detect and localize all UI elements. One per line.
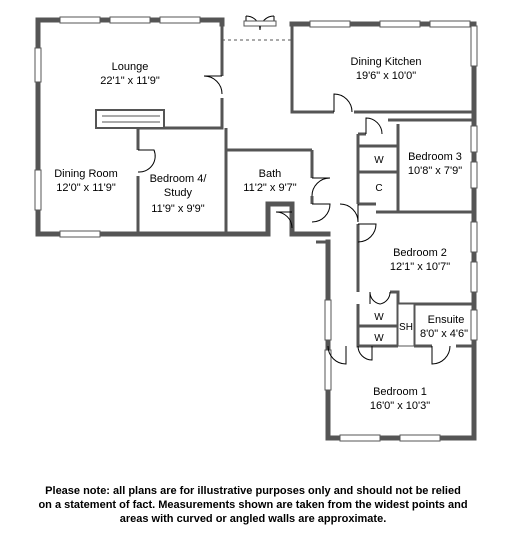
bedroom1-dims: 16'0" x 10'3" (370, 400, 430, 412)
lounge-dims: 22'1" x 11'9" (100, 75, 160, 87)
wardrobe-label-2: W (374, 333, 384, 344)
entrance-doors (222, 15, 292, 41)
hearth-fixture (95, 109, 165, 129)
dining-room-dims: 12'0" x 11'9" (56, 182, 116, 194)
bath-name: Bath (259, 168, 282, 180)
lounge-name: Lounge (112, 61, 149, 73)
windows (34, 16, 478, 442)
cupboard-label: C (375, 183, 382, 194)
bath-dims: 11'2" x 9'7" (243, 182, 296, 194)
internal-doors (137, 75, 451, 365)
bedroom1-name: Bedroom 1 (373, 386, 427, 398)
disclaimer-line-1: Please note: all plans are for illustrat… (45, 485, 461, 497)
bedroom4-name-line1: Bedroom 4/ (150, 173, 208, 185)
bedroom3-name: Bedroom 3 (408, 151, 462, 163)
disclaimer-line-3: areas with curved or angled walls are ap… (119, 513, 387, 525)
wardrobe-label-1: W (374, 312, 384, 323)
wardrobe-label-bedroom3: W (374, 155, 384, 166)
disclaimer-note: Please note: all plans are for illustrat… (10, 484, 496, 526)
floor-plan: Lounge 22'1" x 11'9" Dining Kitchen 19'6… (34, 15, 478, 442)
ensuite-dims: 8'0" x 4'6" (420, 328, 468, 340)
bedroom2-dims: 12'1" x 10'7" (390, 261, 450, 273)
bedroom4-name-line2: Study (164, 187, 193, 199)
fixture-labels: W C W W SH (374, 155, 413, 344)
shower-label: SH (399, 322, 413, 333)
bedroom2-name: Bedroom 2 (393, 247, 447, 259)
bedroom4-dims: 11'9" x 9'9" (151, 203, 204, 215)
dining-room-name: Dining Room (54, 168, 118, 180)
shower-tray (397, 303, 415, 347)
disclaimer-line-2: on a statement of fact. Measurements sho… (38, 499, 468, 511)
dining-kitchen-name: Dining Kitchen (351, 56, 422, 68)
ensuite-name: Ensuite (428, 314, 465, 326)
dining-kitchen-dims: 19'6" x 10'0" (356, 70, 416, 82)
bedroom3-dims: 10'8" x 7'9" (408, 165, 462, 177)
room-labels: Lounge 22'1" x 11'9" Dining Kitchen 19'6… (54, 56, 468, 412)
